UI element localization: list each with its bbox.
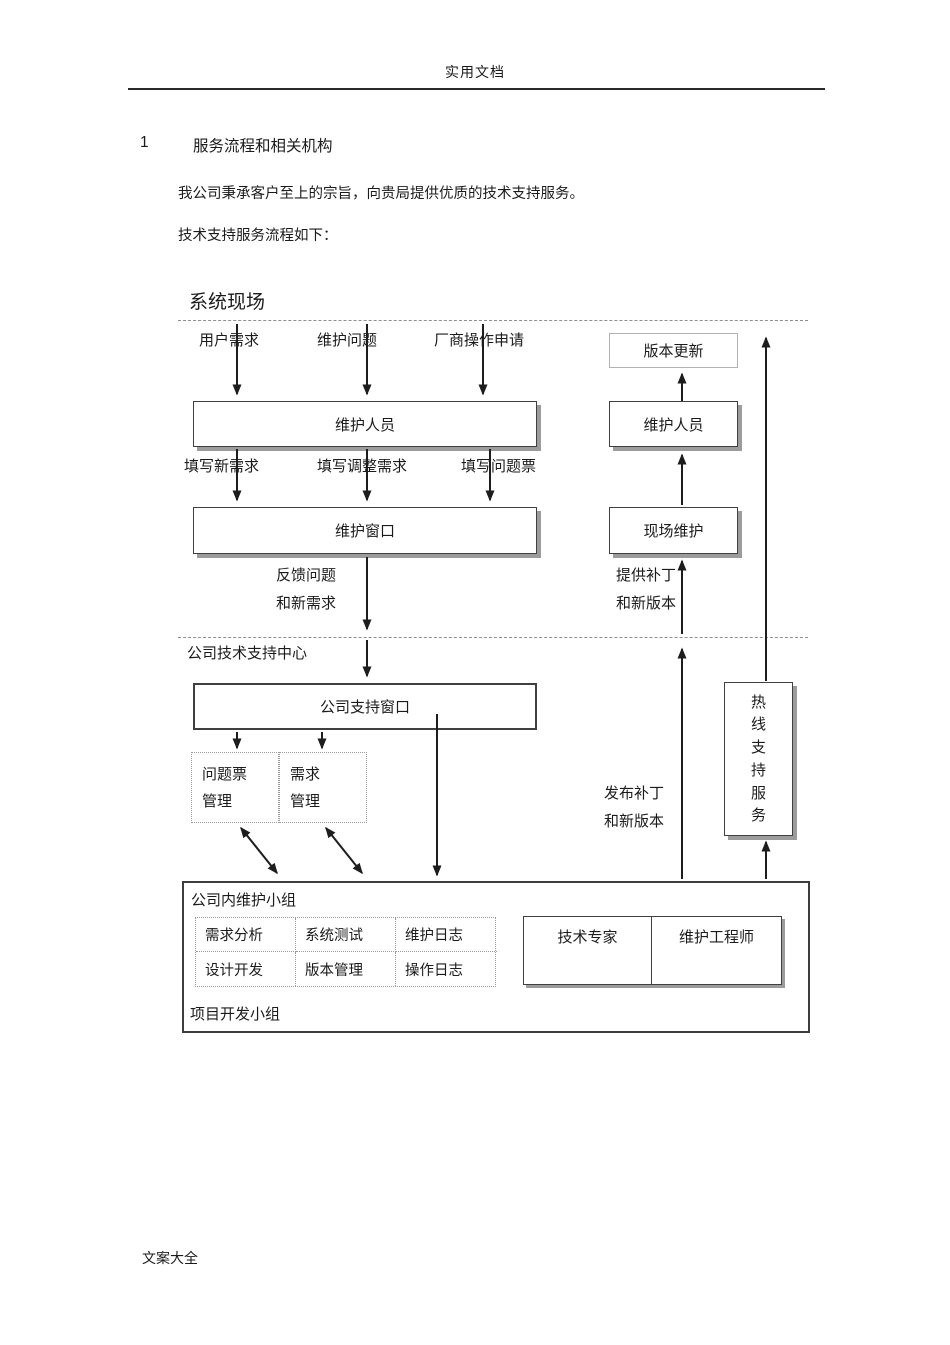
label-user-demand: 用户需求 (199, 332, 260, 349)
grid-cell-op-log: 操作日志 (405, 962, 463, 979)
zone-separator-top (178, 320, 808, 321)
zone-center-title: 公司技术支持中心 (187, 645, 308, 662)
hotline-char-4: 持 (750, 761, 766, 779)
hotline-char-3: 支 (750, 739, 766, 757)
box-maintainer-left: 维护人员 (193, 401, 537, 447)
dev-group-title: 项目开发小组 (190, 1006, 281, 1023)
label-feedback-line1: 反馈问题 (276, 567, 337, 584)
section-title: 服务流程和相关机构 (193, 138, 333, 155)
label-fill-adjust-req: 填写调整需求 (317, 458, 408, 475)
hotline-char-2: 线 (750, 716, 766, 734)
zone-site-title: 系统现场 (189, 292, 266, 313)
hotline-char-1: 热 (750, 693, 766, 711)
label-provide-patch-line2: 和新版本 (616, 595, 677, 612)
label-provide-patch-line1: 提供补丁 (616, 567, 677, 584)
grid-cell-maint-log: 维护日志 (396, 918, 497, 952)
box-req-mgmt-line2: 管理 (290, 793, 321, 810)
box-ticket-mgmt-line2: 管理 (202, 793, 233, 810)
box-hotline-service: 热 线 支 持 服 务 (724, 682, 793, 836)
hotline-char-6: 务 (750, 807, 766, 825)
label-publish-patch-line2: 和新版本 (604, 813, 665, 830)
box-site-maintain: 现场维护 (609, 507, 738, 554)
box-version-update: 版本更新 (609, 333, 738, 368)
task-grid: 需求分析 系统测试 维护日志 设计开发 版本管理 操作日志 (195, 917, 497, 987)
box-ticket-mgmt-line1: 问题票 (202, 766, 248, 783)
box-req-mgmt-line1: 需求 (290, 766, 321, 783)
label-vendor-request: 厂商操作申请 (434, 332, 525, 349)
intro-paragraph-1: 我公司秉承客户至上的宗旨，向贵局提供优质的技术支持服务。 (178, 186, 584, 202)
expert-cell-tech-expert: 技术专家 (524, 917, 652, 984)
maintenance-group-title: 公司内维护小组 (191, 892, 297, 909)
box-ticket-mgmt: 问题票 管理 (191, 752, 279, 823)
expert-cell-maint-engineer: 维护工程师 (678, 929, 754, 946)
box-experts: 技术专家 维护工程师 (523, 916, 782, 985)
hotline-char-5: 服 (750, 784, 766, 802)
label-feedback-line2: 和新需求 (276, 595, 337, 612)
arrow-ticket-bidirectional (240, 826, 278, 875)
intro-paragraph-2: 技术支持服务流程如下： (178, 228, 338, 244)
label-publish-patch-line1: 发布补丁 (604, 785, 665, 802)
grid-cell-sys-test: 系统测试 (296, 918, 396, 952)
label-fill-new-req: 填写新需求 (184, 458, 260, 475)
grid-cell-design-dev: 设计开发 (196, 952, 296, 986)
box-req-mgmt: 需求 管理 (279, 752, 367, 823)
header-rule (128, 88, 825, 90)
page-header-title: 实用文档 (445, 64, 505, 80)
grid-cell-req-analysis: 需求分析 (196, 918, 296, 952)
label-maintain-problem: 维护问题 (317, 332, 378, 349)
box-maintainer-right: 维护人员 (609, 401, 738, 447)
box-maintain-window: 维护窗口 (193, 507, 537, 554)
section-number: 1 (140, 134, 149, 151)
label-fill-ticket: 填写问题票 (461, 458, 537, 475)
box-support-window: 公司支持窗口 (193, 683, 537, 730)
page-footer-text: 文案大全 (142, 1250, 198, 1266)
arrow-req-bidirectional (325, 826, 363, 875)
grid-cell-version-mgmt: 版本管理 (296, 952, 396, 986)
zone-separator-middle (178, 637, 808, 638)
